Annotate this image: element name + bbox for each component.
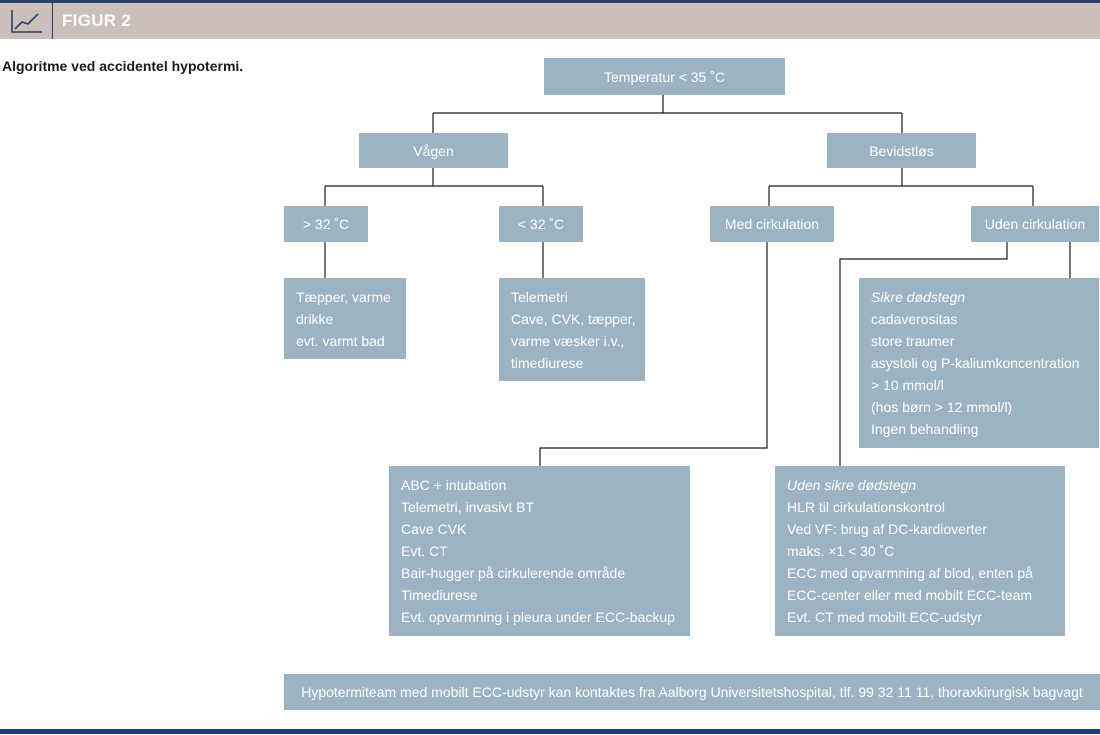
treatment-line: drikke	[296, 311, 334, 327]
sure-death-heading: Sikre dødstegn	[871, 289, 966, 305]
sure-death-line: Ingen behandling	[871, 421, 979, 437]
bottom-rule	[0, 729, 1100, 734]
header-separator	[52, 3, 53, 39]
treatment-line: Cave, CVK, tæpper,	[511, 311, 636, 327]
treatment-line: varme væsker i.v.,	[511, 333, 625, 349]
treatment-line: Telemetri, invasivt BT	[401, 499, 535, 515]
sure-death-line: cadaverositas	[871, 311, 958, 327]
sure-death-line: asystoli og P-kaliumkoncentration	[871, 355, 1080, 371]
footer-contact-text: Hypotermiteam med mobilt ECC-udstyr kan …	[301, 684, 1083, 700]
node-above-32: > 32 ˚C	[284, 206, 368, 242]
treatment-line: timediurese	[511, 355, 584, 371]
node-awake: Vågen	[359, 133, 508, 168]
line-chart-icon	[11, 10, 42, 33]
node-without-circulation-label: Uden cirkulation	[984, 216, 1086, 232]
box-below-32-treatment: Telemetri Cave, CVK, tæpper, varme væske…	[499, 278, 645, 381]
box-above-32-treatment: Tæpper, varme drikke evt. varmt bad	[284, 278, 406, 359]
treatment-line: Evt. opvarmning i pleura under ECC-backu…	[401, 609, 675, 625]
connector-root	[432, 95, 903, 133]
treatment-line: Telemetri	[511, 289, 568, 305]
connector-awake	[324, 168, 544, 206]
no-sure-death-line: ECC med opvarmning af blod, enten på	[787, 565, 1033, 581]
treatment-line: Timediurese	[401, 587, 478, 603]
box-sure-death-signs: Sikre dødstegn cadaverositas store traum…	[859, 278, 1099, 448]
node-below-32-label: < 32 ˚C	[517, 216, 565, 232]
box-no-sure-death-signs: Uden sikre dødstegn HLR til cirkulations…	[775, 466, 1065, 636]
sure-death-line: (hos børn > 12 mmol/l)	[871, 399, 1013, 415]
node-temperature: Temperatur < 35 ˚C	[544, 58, 785, 95]
no-sure-death-line: maks. ×1 < 30 ˚C	[787, 543, 895, 559]
no-sure-death-line: Evt. CT med mobilt ECC-udstyr	[787, 609, 983, 625]
treatment-line: Bair-hugger på cirkulerende område	[401, 565, 626, 581]
node-unconscious: Bevidstløs	[827, 133, 976, 168]
sure-death-line: store traumer	[871, 333, 955, 349]
connector-unconscious	[768, 168, 1034, 206]
node-with-circulation: Med cirkulation	[710, 206, 834, 242]
treatment-line: Evt. CT	[401, 543, 448, 559]
node-without-circulation: Uden cirkulation	[971, 206, 1099, 242]
figure-header: FIGUR 2	[0, 3, 1100, 39]
treatment-line: Tæpper, varme	[296, 289, 391, 305]
node-temperature-label: Temperatur < 35 ˚C	[604, 68, 725, 85]
node-below-32: < 32 ˚C	[499, 206, 583, 242]
top-rule	[0, 0, 1100, 3]
figure-caption: Algoritme ved accidentel hypotermi.	[2, 58, 244, 74]
node-awake-label: Vågen	[413, 142, 454, 159]
footer-contact-box: Hypotermiteam med mobilt ECC-udstyr kan …	[284, 674, 1100, 710]
node-with-circulation-label: Med cirkulation	[724, 216, 820, 232]
figure-label: FIGUR 2	[62, 11, 132, 30]
box-with-circulation-treatment: ABC + intubation Telemetri, invasivt BT …	[389, 466, 690, 636]
connector-with-circ	[539, 242, 768, 466]
sure-death-line: > 10 mmol/l	[871, 377, 944, 393]
treatment-line: Cave CVK	[401, 521, 467, 537]
connector-no-sure-death	[839, 242, 1008, 466]
node-above-32-label: > 32 ˚C	[302, 216, 350, 232]
no-sure-death-line: HLR til cirkulationskontrol	[787, 499, 945, 515]
no-sure-death-line: Ved VF: brug af DC-kardioverter	[787, 521, 987, 537]
treatment-line: ABC + intubation	[401, 477, 507, 493]
no-sure-death-line: ECC-center eller med mobilt ECC-team	[787, 587, 1033, 603]
treatment-line: evt. varmt bad	[296, 333, 385, 349]
no-sure-death-heading: Uden sikre dødstegn	[787, 477, 917, 493]
node-unconscious-label: Bevidstløs	[869, 142, 934, 159]
